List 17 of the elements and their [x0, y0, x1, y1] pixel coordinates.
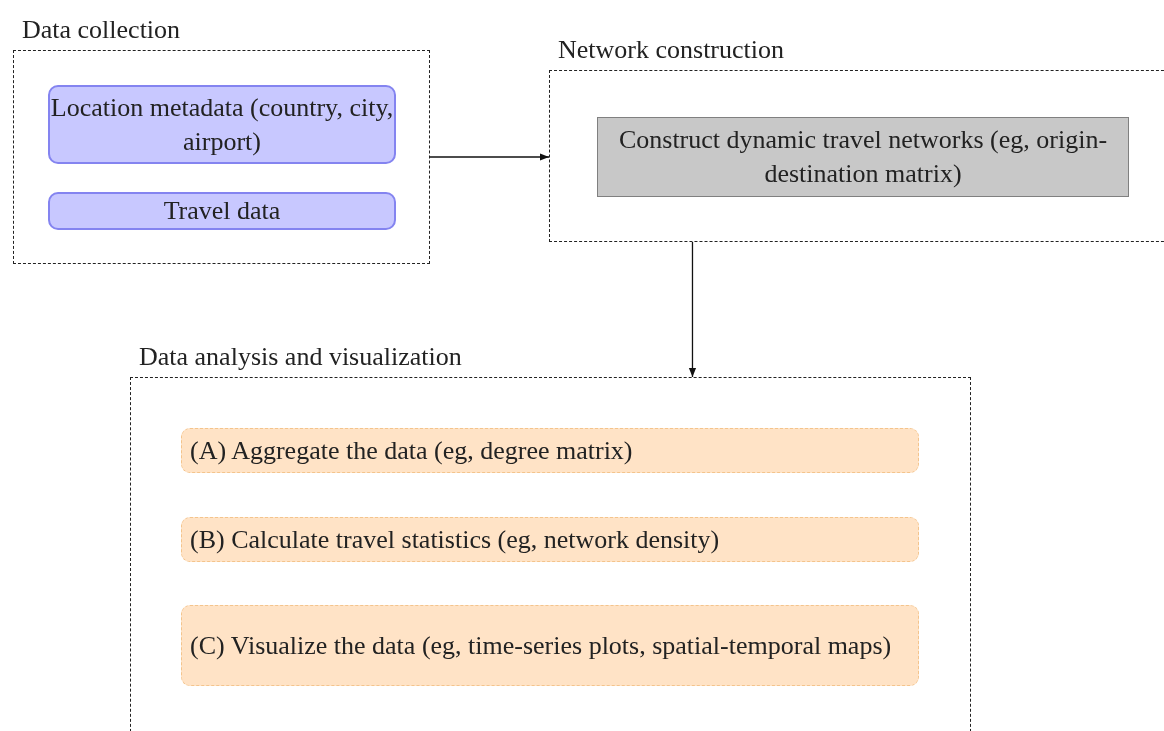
- step-box: [181, 605, 919, 686]
- group-heading: Data analysis and visualization: [139, 342, 462, 372]
- process-box: [597, 117, 1129, 197]
- data-box: [48, 85, 396, 164]
- box-text: Construct dynamic travel networks (eg, origin-destination matrix): [617, 124, 1109, 190]
- box-text: (C) Visualize the data (eg, time-series plots, spatial-temporal maps): [190, 629, 892, 662]
- data-box: [48, 192, 396, 230]
- step-box: [181, 428, 919, 473]
- arrow: [429, 153, 550, 161]
- box-text: Travel data: [163, 195, 281, 228]
- box-text: Location metadata (country, city, airport): [50, 91, 394, 158]
- box-text: (A) Aggregate the data (eg, degree matrix): [190, 434, 633, 467]
- group-heading: Data collection: [22, 15, 181, 45]
- step-box: [181, 517, 919, 562]
- arrow: [688, 241, 697, 378]
- box-text: (B) Calculate travel statistics (eg, network density): [190, 523, 720, 556]
- group-heading: Network construction: [558, 35, 784, 65]
